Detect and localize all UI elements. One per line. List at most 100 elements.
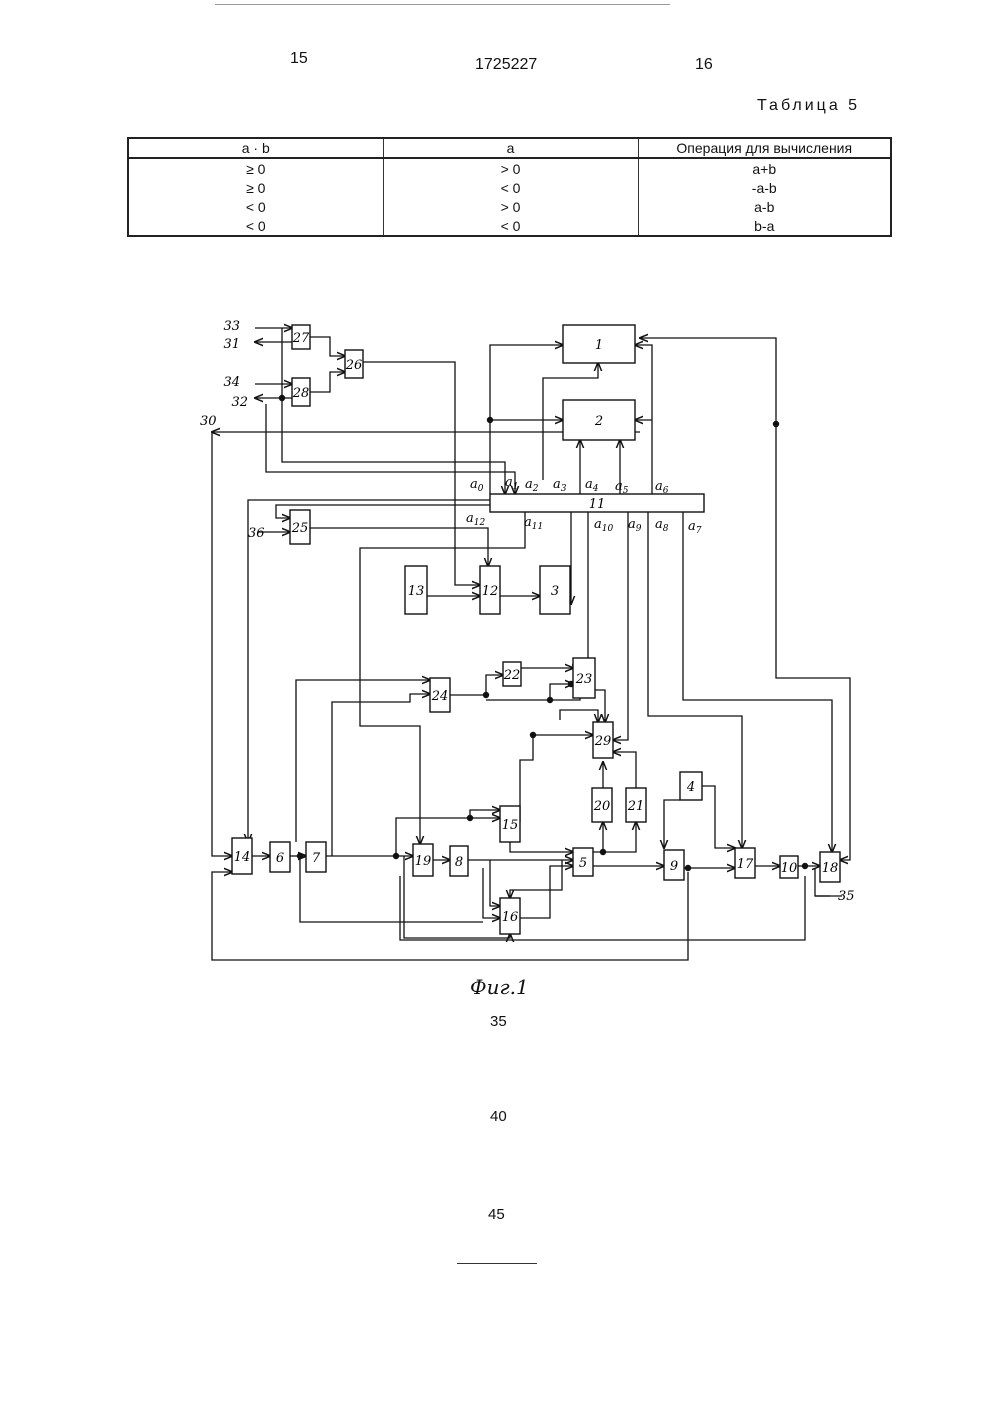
- signal-label: a9: [628, 517, 642, 534]
- block-label-18: 18: [822, 861, 839, 876]
- wire: [248, 500, 490, 842]
- signal-label: a10: [594, 517, 613, 534]
- wire: [332, 694, 430, 856]
- signal-label: a7: [688, 519, 702, 536]
- block-label-11: 11: [589, 497, 606, 512]
- signal-label: a12: [466, 511, 485, 528]
- signal-label: a5: [615, 479, 629, 496]
- signal-label: a4: [585, 477, 599, 494]
- block-label-21: 21: [627, 799, 645, 814]
- wire: [664, 800, 680, 848]
- block-label-22: 22: [503, 668, 521, 683]
- block-label-4: 4: [686, 780, 695, 795]
- signal-label: a2: [525, 477, 539, 494]
- block-label-26: 26: [345, 358, 363, 373]
- signal-label: a0: [470, 477, 484, 494]
- block-label-29: 29: [594, 734, 612, 749]
- wire: [470, 810, 500, 818]
- wire: [776, 424, 850, 860]
- signal-label: a11: [524, 515, 543, 532]
- wire: [640, 338, 776, 424]
- wire: [483, 868, 500, 918]
- block-label-10: 10: [781, 861, 798, 876]
- junction-dot: [467, 815, 473, 821]
- terminal-32: 32: [231, 395, 248, 410]
- wire: [560, 710, 598, 722]
- block-label-25: 25: [291, 521, 309, 536]
- block-label-19: 19: [415, 854, 432, 869]
- block-label-28: 28: [292, 386, 310, 401]
- terminal-35: 35: [838, 889, 855, 904]
- block-label-16: 16: [502, 910, 519, 925]
- bottom-rule: [457, 1263, 537, 1264]
- margin-number: 45: [488, 1206, 505, 1223]
- wire: [363, 362, 480, 585]
- block-label-7: 7: [312, 851, 321, 866]
- wire: [308, 528, 488, 566]
- block-diagram: 1234567891011121314151617181920212223242…: [0, 0, 1000, 1000]
- block-label-12: 12: [482, 584, 499, 599]
- block-label-3: 3: [551, 584, 559, 599]
- block-label-5: 5: [579, 856, 587, 871]
- terminal-34: 34: [223, 375, 240, 390]
- terminal-33: 33: [223, 319, 240, 334]
- block-label-6: 6: [276, 851, 284, 866]
- wire: [593, 822, 603, 852]
- wire: [510, 842, 573, 852]
- block-label-8: 8: [455, 855, 463, 870]
- block-label-9: 9: [670, 859, 678, 874]
- wire: [490, 860, 500, 906]
- wire: [400, 876, 805, 940]
- terminal-31: 31: [223, 337, 240, 352]
- labels: 1234567891011121314151617181920212223242…: [200, 319, 855, 925]
- wire: [520, 735, 533, 822]
- wire: [520, 866, 573, 918]
- terminal-30: 30: [200, 414, 217, 429]
- signal-label: a8: [655, 517, 669, 534]
- signal-label: a6: [655, 479, 669, 496]
- junction-dot: [487, 417, 493, 423]
- wire: [595, 690, 605, 722]
- wire: [450, 675, 503, 695]
- wire: [603, 822, 636, 852]
- block-label-15: 15: [502, 818, 519, 833]
- block-label-23: 23: [575, 672, 593, 687]
- block-label-2: 2: [594, 414, 603, 429]
- junction-dot: [483, 692, 489, 698]
- block-label-17: 17: [737, 857, 754, 872]
- terminal-36: 36: [248, 526, 265, 541]
- block-label-24: 24: [431, 689, 449, 704]
- junction-dot: [685, 865, 691, 871]
- wire: [212, 872, 688, 960]
- block-label-14: 14: [234, 850, 251, 865]
- wire: [310, 372, 345, 392]
- wire: [613, 752, 636, 788]
- junction-dot: [773, 421, 779, 427]
- wire: [702, 786, 735, 848]
- block-label-20: 20: [593, 799, 611, 814]
- junction-dot: [600, 849, 606, 855]
- junction-dot: [279, 395, 285, 401]
- junction-dot: [530, 732, 536, 738]
- wire: [212, 432, 232, 856]
- wire: [396, 818, 500, 856]
- junction-dot: [802, 863, 808, 869]
- wire: [310, 337, 345, 356]
- wire: [573, 512, 588, 665]
- wire: [683, 512, 832, 852]
- junction-dot: [297, 853, 303, 859]
- junction-dot: [393, 853, 399, 859]
- block-label-13: 13: [408, 584, 425, 599]
- wire: [486, 688, 580, 700]
- signal-label: a1: [505, 475, 519, 492]
- margin-number: 40: [490, 1108, 507, 1125]
- signal-label: a3: [553, 477, 567, 494]
- figure-caption: Фиг.1: [470, 975, 529, 999]
- junction-dot: [547, 697, 553, 703]
- margin-number: 35: [490, 1013, 507, 1030]
- block-label-27: 27: [292, 331, 310, 346]
- blocks: [232, 325, 840, 934]
- wire: [613, 512, 628, 740]
- block-label-1: 1: [595, 338, 603, 353]
- wire: [282, 328, 505, 494]
